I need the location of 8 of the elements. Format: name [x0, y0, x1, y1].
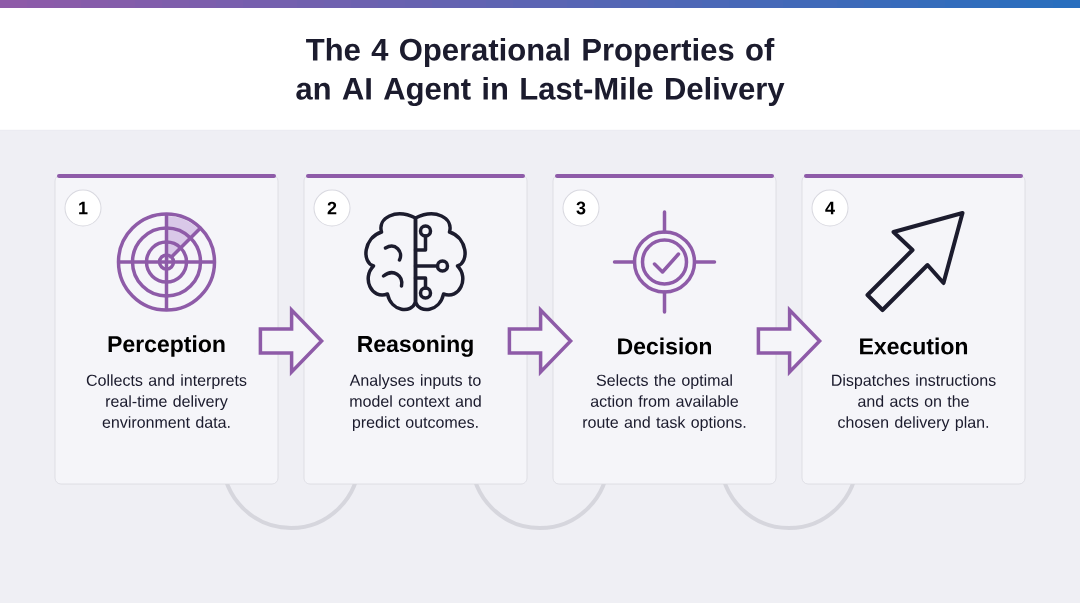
block-arrow	[756, 305, 823, 377]
number-badge: 4	[811, 189, 849, 227]
block-arrow	[258, 305, 325, 377]
number-badge: 3	[562, 189, 600, 227]
number-badge: 1	[64, 189, 102, 227]
number-badge: 2	[313, 189, 351, 227]
block-arrow	[507, 305, 574, 377]
title: The 4 Operational Properties of an AI Agent in Last-Mile Delivery	[296, 38, 785, 106]
